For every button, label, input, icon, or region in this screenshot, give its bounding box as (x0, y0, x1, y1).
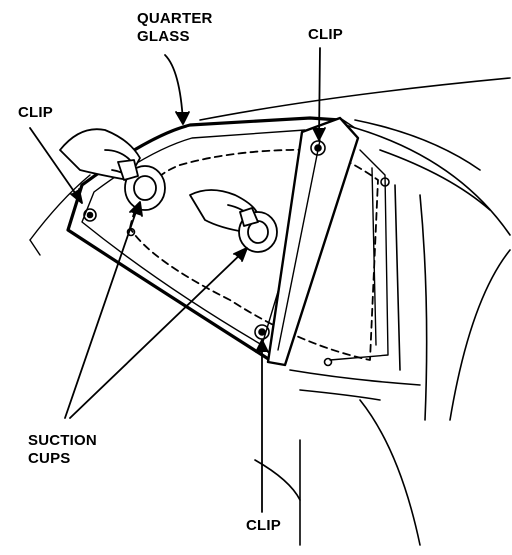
car-body (199, 77, 511, 546)
suction-cups-label: SUCTION CUPS (28, 432, 97, 468)
pillar-molding (266, 116, 360, 367)
clip-bottom-marker (254, 324, 270, 340)
suction-cups-label-line1: SUCTION (28, 432, 97, 449)
clip-bottom-text: CLIP (246, 517, 281, 534)
quarter-glass-label: QUARTER GLASS (137, 10, 213, 46)
adhesive-dashed-line (129, 148, 379, 361)
clip-left-label: CLIP (18, 104, 53, 122)
clip-top-marker (310, 140, 326, 156)
clip-top-right-label: CLIP (308, 26, 343, 44)
clip-left-marker (83, 208, 97, 222)
clip-left-text: CLIP (18, 104, 53, 121)
quarter-glass-label-line2: GLASS (137, 28, 190, 45)
suction-cups-label-line2: CUPS (28, 450, 71, 467)
leader-lines (29, 47, 326, 513)
clip-bottom-label: CLIP (246, 517, 281, 535)
right-hand-with-suction-cup (189, 189, 278, 253)
left-hand-with-suction-cup (59, 128, 166, 211)
clip-top-right-text: CLIP (308, 26, 343, 43)
quarter-glass-label-line1: QUARTER (137, 10, 213, 27)
